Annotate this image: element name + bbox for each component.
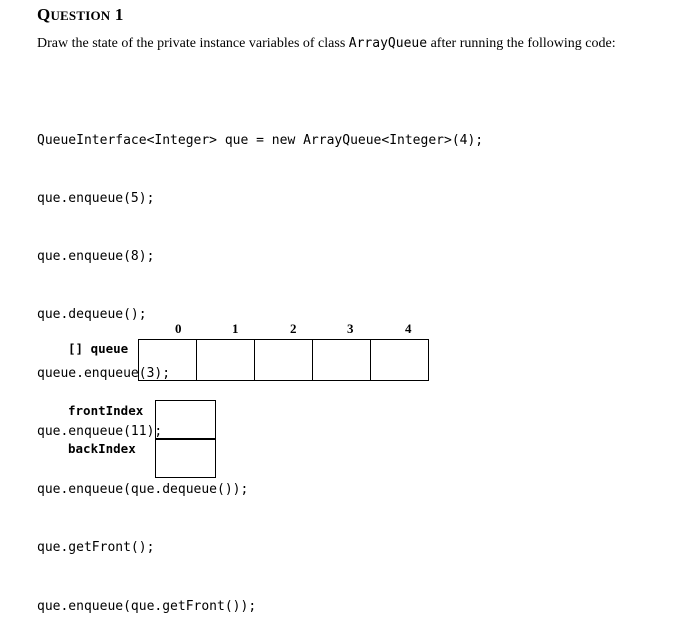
queue-cell-1[interactable]: [197, 340, 255, 380]
code-line: que.enqueue(que.dequeue());: [37, 482, 249, 498]
queue-array: [138, 339, 429, 381]
back-index-box[interactable]: [155, 439, 216, 478]
front-index-label: frontIndex: [68, 403, 144, 418]
back-index-label: backIndex: [68, 441, 136, 456]
code-block: QueueInterface<Integer> que = new ArrayQ…: [37, 92, 483, 635]
question-title: QUESTION 1: [37, 5, 124, 25]
question-number: 1: [114, 5, 124, 24]
code-line: queue.enqueue(3);: [37, 365, 171, 381]
queue-array-label: [] queue: [68, 341, 129, 356]
array-index-3: 3: [347, 321, 354, 336]
code-line: que.enqueue(que.getFront());: [37, 598, 257, 614]
front-index-box[interactable]: [155, 400, 216, 439]
array-index-0: 0: [175, 321, 182, 336]
array-index-4: 4: [405, 321, 412, 336]
queue-cell-4[interactable]: [371, 340, 428, 380]
code-line: que.enqueue(8);: [37, 249, 155, 265]
question-title-rest: UESTION: [50, 8, 111, 23]
queue-cell-2[interactable]: [255, 340, 313, 380]
prompt-text-after: after running the following code:: [427, 36, 616, 51]
question-title-initial: Q: [37, 5, 51, 24]
queue-cell-3[interactable]: [313, 340, 371, 380]
code-line: QueueInterface<Integer> que = new ArrayQ…: [37, 132, 484, 148]
array-index-1: 1: [232, 321, 239, 336]
prompt-text-before: Draw the state of the private instance v…: [37, 36, 349, 51]
prompt-class-name: ArrayQueue: [348, 36, 428, 51]
queue-cell-0[interactable]: [139, 340, 197, 380]
question-prompt: Draw the state of the private instance v…: [37, 34, 647, 54]
array-index-2: 2: [290, 321, 297, 336]
code-line: que.dequeue();: [37, 307, 147, 323]
code-line: que.enqueue(5);: [37, 191, 155, 207]
code-line: que.enqueue(11);: [37, 423, 163, 439]
code-line: que.getFront();: [37, 540, 155, 556]
